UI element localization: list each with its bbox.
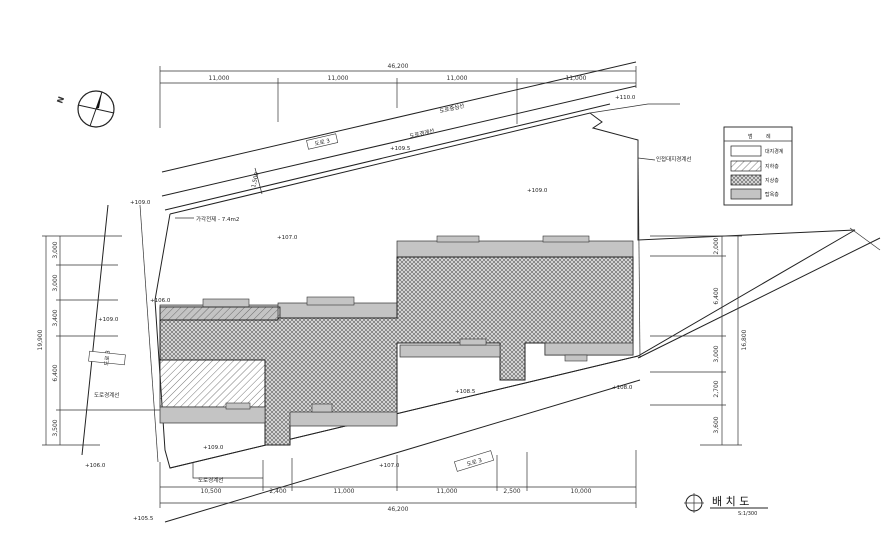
top-dim-3: 11,000 bbox=[447, 75, 468, 82]
road-width-marker: 1,500 bbox=[251, 171, 261, 188]
title-text: 배 치 도 bbox=[712, 495, 749, 508]
left-dim-5: 3,500 bbox=[52, 419, 59, 436]
boundary-line-label: 인접대지경계선 bbox=[656, 155, 691, 163]
bottom-dim-4: 11,000 bbox=[437, 488, 458, 495]
right-dim-1: 2,000 bbox=[713, 237, 720, 254]
rooftop-strip bbox=[396, 240, 634, 258]
right-total-dim: 16,800 bbox=[741, 329, 748, 350]
elevation-8: +108.0 bbox=[612, 385, 633, 391]
legend-header-right: 례 bbox=[766, 133, 771, 140]
title-scale: S:1/300 bbox=[738, 511, 757, 517]
legend-swatch-gray bbox=[730, 188, 762, 200]
elevation-1: +109.0 bbox=[130, 200, 151, 206]
top-dim-4: 11,000 bbox=[566, 75, 587, 82]
legend-label-4: 탑옥층 bbox=[765, 191, 779, 198]
legend-label-1: 대지경계 bbox=[765, 148, 784, 155]
top-dimension-chain: 46,200 11,000 11,000 11,000 11,000 bbox=[159, 63, 637, 128]
legend-header-left: 범 bbox=[748, 133, 753, 140]
elevation-11: +107.0 bbox=[379, 463, 400, 469]
elevation-3: +109.5 bbox=[390, 146, 411, 152]
corner-cut-label: 가각전제 - 7.4m2 bbox=[196, 215, 239, 223]
svg-text:N: N bbox=[55, 95, 66, 104]
left-road: 도로 3 도로경계선 bbox=[81, 204, 159, 463]
elevation-12: +105.5 bbox=[133, 516, 154, 522]
right-dim-3: 3,000 bbox=[713, 345, 720, 362]
left-dim-4: 6,400 bbox=[52, 364, 59, 381]
right-dim-5: 3,600 bbox=[713, 416, 720, 433]
left-dim-1: 3,000 bbox=[52, 241, 59, 258]
top-road: 1,500 도로 3 도로중심선 도로경계선 bbox=[161, 61, 637, 211]
road-line-label-left: 도로경계선 bbox=[94, 391, 119, 399]
corner-cut: 가각전제 - 7.4m2 bbox=[175, 215, 239, 223]
left-dim-3: 3,400 bbox=[52, 309, 59, 326]
legend-swatch-hatch bbox=[730, 160, 762, 172]
north-arrow-icon: N bbox=[55, 90, 115, 128]
elevation-9: +109.0 bbox=[203, 445, 224, 451]
road-center-label: 도로중심선 bbox=[439, 101, 465, 114]
legend-label-3: 지상층 bbox=[765, 177, 779, 184]
top-dim-1: 11,000 bbox=[209, 75, 230, 82]
right-dimension-chain: 16,800 2,000 6,400 3,000 2,700 3,600 bbox=[650, 235, 748, 446]
road-label-bottom: 도로 3 bbox=[466, 457, 483, 468]
right-road bbox=[637, 227, 881, 359]
elevation-13: +106.0 bbox=[150, 298, 171, 304]
right-dim-4: 2,700 bbox=[713, 380, 720, 397]
left-dimension-chain: 19,900 3,000 3,000 3,400 6,400 3,500 bbox=[37, 235, 160, 446]
legend: 범 례 대지경계 지하층 지상층 탑옥층 bbox=[723, 126, 793, 206]
bottom-total-dim: 46,200 bbox=[388, 506, 409, 513]
bottom-dim-5: 2,500 bbox=[503, 488, 520, 495]
top-total-dim: 46,200 bbox=[388, 63, 409, 70]
bottom-dim-6: 10,000 bbox=[571, 488, 592, 495]
road-line-label-top: 도로경계선 bbox=[409, 126, 435, 139]
legend-swatch-blank bbox=[730, 145, 762, 157]
elevation-points: +109.0 +110.0 +109.5 +109.0 +107.0 +109.… bbox=[85, 95, 636, 522]
top-dim-2: 11,000 bbox=[328, 75, 349, 82]
road-label-top: 도로 3 bbox=[314, 137, 331, 147]
site-boundary: 인접대지경계선 bbox=[154, 103, 856, 469]
building-footprint bbox=[159, 235, 634, 446]
bottom-dim-3: 11,000 bbox=[334, 488, 355, 495]
elevation-7: +108.5 bbox=[455, 389, 476, 395]
legend-swatch-cross bbox=[730, 174, 762, 186]
road-label-left: 도로 3 bbox=[103, 350, 112, 367]
legend-label-2: 지하층 bbox=[765, 163, 779, 170]
left-dim-2: 3,000 bbox=[52, 274, 59, 291]
elevation-10: +106.0 bbox=[85, 463, 106, 469]
bottom-dim-2: 2,400 bbox=[269, 488, 286, 495]
elevation-5: +107.0 bbox=[277, 235, 298, 241]
elevation-2: +110.0 bbox=[615, 95, 636, 101]
bottom-dimension-chain: 10,500 2,400 11,000 11,000 2,500 10,000 … bbox=[159, 450, 637, 513]
left-total-dim: 19,900 bbox=[37, 329, 44, 350]
drawing-title: 배 치 도 S:1/300 bbox=[684, 493, 768, 517]
bottom-dim-1: 10,500 bbox=[201, 488, 222, 495]
bottom-road: 도로 3 도로경계선 bbox=[164, 355, 641, 523]
road-line-label-bottom: 도로경계선 bbox=[198, 476, 223, 484]
right-dim-2: 6,400 bbox=[713, 287, 720, 304]
elevation-6: +109.0 bbox=[98, 317, 119, 323]
elevation-4: +109.0 bbox=[527, 188, 548, 194]
